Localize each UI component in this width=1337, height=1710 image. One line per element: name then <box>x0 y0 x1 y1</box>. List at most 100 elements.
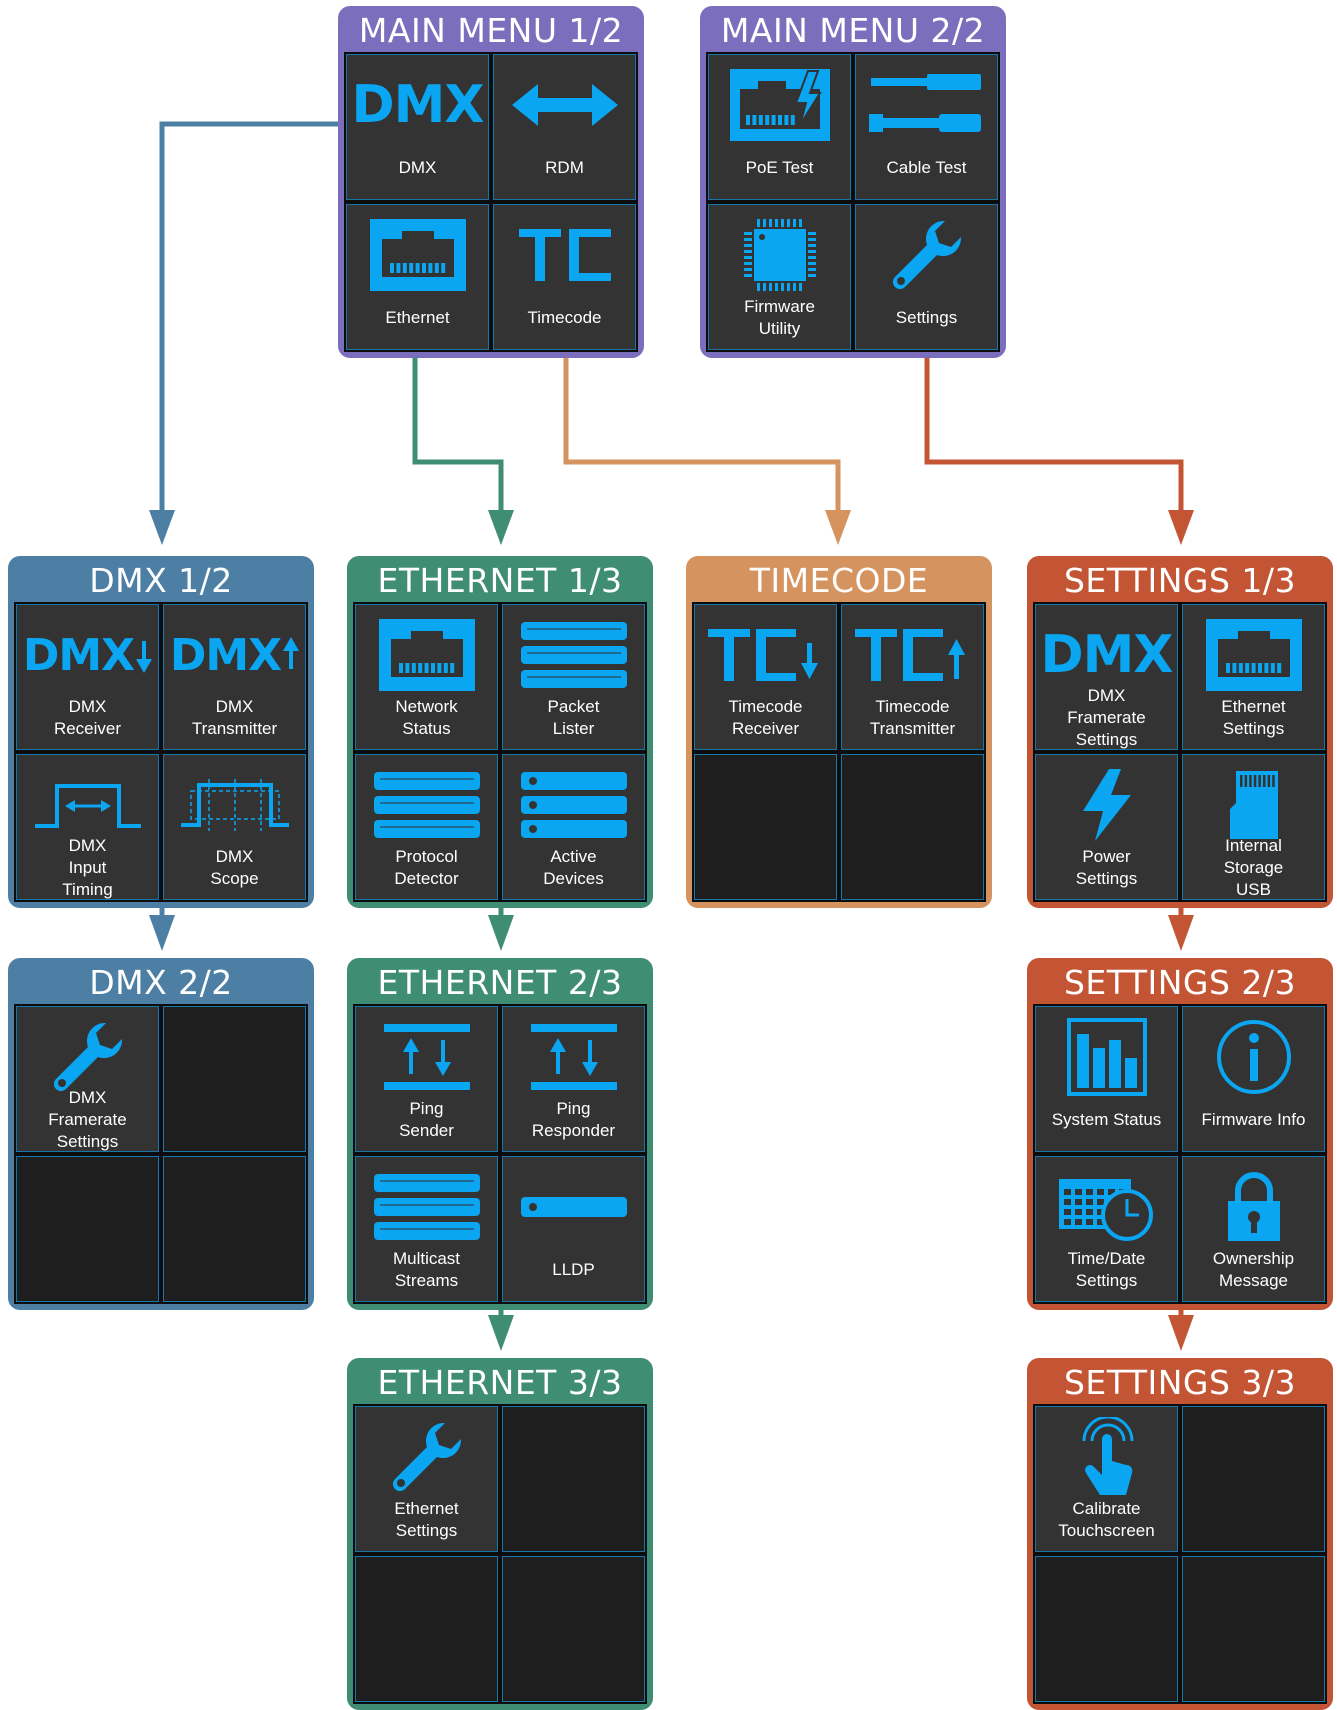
menu-title: MAIN MENU 2/2 <box>720 11 986 50</box>
tile-label: Ping Sender <box>399 1099 454 1140</box>
arrowhead-settings <box>1168 510 1194 545</box>
empty-tile <box>502 1406 645 1552</box>
menu-tile[interactable]: Timecode Transmitter <box>841 604 984 750</box>
menu-tile[interactable]: Protocol Detector <box>355 754 498 900</box>
tile-label: DMX Transmitter <box>191 697 278 738</box>
ethernet-port-icon <box>356 615 497 695</box>
menu-tile[interactable]: Multicast Streams <box>355 1156 498 1302</box>
empty-tile <box>163 1156 306 1302</box>
connector-ethernet <box>412 354 504 515</box>
ethernet-port-icon <box>1183 615 1324 695</box>
tile-label: Multicast Streams <box>392 1249 461 1290</box>
connector-timecode <box>563 354 841 515</box>
wrench-icon <box>856 215 997 295</box>
menu-tile[interactable]: PoE Test <box>708 54 851 200</box>
menu-tile[interactable]: Cable Test <box>855 54 998 200</box>
tile-label: Ownership Message <box>1212 1249 1295 1290</box>
empty-tile <box>355 1556 498 1702</box>
menu-tile[interactable]: Firmware Info <box>1182 1006 1325 1152</box>
tile-label: Timecode Receiver <box>728 697 803 738</box>
menu-title: ETHERNET 1/3 <box>377 561 623 600</box>
menu-title: SETTINGS 1/3 <box>1063 561 1297 600</box>
empty-tile <box>1182 1556 1325 1702</box>
tile-label: Timecode <box>527 308 602 327</box>
menu-tile[interactable]: DMX Framerate Settings <box>16 1006 159 1152</box>
empty-tile <box>163 1006 306 1152</box>
menu-tile[interactable]: Internal Storage USB <box>1182 754 1325 900</box>
menu-tile[interactable]: Network Status <box>355 604 498 750</box>
tile-label: Firmware Utility <box>744 297 815 338</box>
tc-up-icon <box>842 615 983 695</box>
menu-tile-grid: Calibrate Touchscreen <box>1033 1404 1327 1704</box>
menu-tile[interactable]: System Status <box>1035 1006 1178 1152</box>
menu-tile[interactable]: Ping Responder <box>502 1006 645 1152</box>
menu-tile[interactable]: Timecode <box>493 204 636 350</box>
tile-label: LLDP <box>552 1260 595 1279</box>
menu-tile[interactable]: LLDP <box>502 1156 645 1302</box>
menu-tile[interactable]: Active Devices <box>502 754 645 900</box>
double-arrow-icon <box>494 65 635 145</box>
info-icon <box>1183 1017 1324 1097</box>
dmx-down-icon: DMX <box>17 615 158 695</box>
menu-tile[interactable]: Power Settings <box>1035 754 1178 900</box>
tile-label: DMX Framerate Settings <box>1067 686 1146 749</box>
menu-tile-grid: Network Status Packet Lister Protocol De… <box>353 602 647 902</box>
menu-tile[interactable]: DMX DMX Receiver <box>16 604 159 750</box>
arrowhead-dmx-2 <box>149 915 175 951</box>
tile-label: Ping Responder <box>531 1099 616 1140</box>
tile-label: DMX Receiver <box>53 697 122 738</box>
dmx-up-icon: DMX <box>164 615 305 695</box>
sd-card-icon <box>1183 765 1324 845</box>
tile-label: Timecode Transmitter <box>869 697 956 738</box>
menu-tile[interactable]: DMX Scope <box>163 754 306 900</box>
menu-tile[interactable]: RDM <box>493 54 636 200</box>
menu-tile[interactable]: Timecode Receiver <box>694 604 837 750</box>
menu-tile[interactable]: Firmware Utility <box>708 204 851 350</box>
tc-down-icon <box>695 615 836 695</box>
menu-tile[interactable]: Ethernet <box>346 204 489 350</box>
menu-tile[interactable]: Calibrate Touchscreen <box>1035 1406 1178 1552</box>
menu-tile[interactable]: Ownership Message <box>1182 1156 1325 1302</box>
menu-tile[interactable]: Ethernet Settings <box>1182 604 1325 750</box>
menu-tile[interactable]: Settings <box>855 204 998 350</box>
tile-label: PoE Test <box>745 158 814 177</box>
tile-label: Active Devices <box>543 847 604 888</box>
lock-icon <box>1183 1167 1324 1247</box>
dmx-menu-2: DMX 2/2 DMX Framerate Settings <box>8 958 314 1310</box>
chip-icon <box>709 215 850 295</box>
menu-tile-grid: Ping Sender Ping Responder Multicast Str… <box>353 1004 647 1304</box>
connector-settings <box>924 354 1184 515</box>
arrowhead-timecode <box>825 510 851 545</box>
menu-tile-grid: PoE Test Cable Test Firmware Utility Set… <box>706 52 1000 352</box>
menu-tile[interactable]: DMX DMX Transmitter <box>163 604 306 750</box>
menu-tile[interactable]: Ping Sender <box>355 1006 498 1152</box>
main-menu-2: MAIN MENU 2/2 PoE Test Cable Test Firmwa… <box>700 6 1006 358</box>
stack-icon <box>503 615 644 695</box>
menu-tile[interactable]: Time/Date Settings <box>1035 1156 1178 1302</box>
empty-tile <box>502 1556 645 1702</box>
timecode-icon <box>494 215 635 295</box>
ping-icon <box>503 1017 644 1097</box>
menu-tile[interactable]: DMX Input Timing <box>16 754 159 900</box>
tile-label: Calibrate Touchscreen <box>1058 1499 1155 1540</box>
menu-title: SETTINGS 2/3 <box>1063 963 1297 1002</box>
tile-label: Ethernet Settings <box>394 1499 459 1540</box>
menu-tile[interactable]: Ethernet Settings <box>355 1406 498 1552</box>
tile-label: Settings <box>895 308 958 327</box>
menu-title: DMX 1/2 <box>89 561 233 600</box>
tile-label: Cable Test <box>886 158 967 177</box>
tile-label: Internal Storage USB <box>1223 836 1284 899</box>
wrench-icon <box>17 1017 158 1097</box>
tile-label: Ethernet <box>385 308 450 327</box>
menu-title: DMX 2/2 <box>89 963 233 1002</box>
empty-tile <box>16 1156 159 1302</box>
pulse-timing-icon <box>17 765 158 845</box>
menu-tile[interactable]: Packet Lister <box>502 604 645 750</box>
stack-icon <box>356 1167 497 1247</box>
